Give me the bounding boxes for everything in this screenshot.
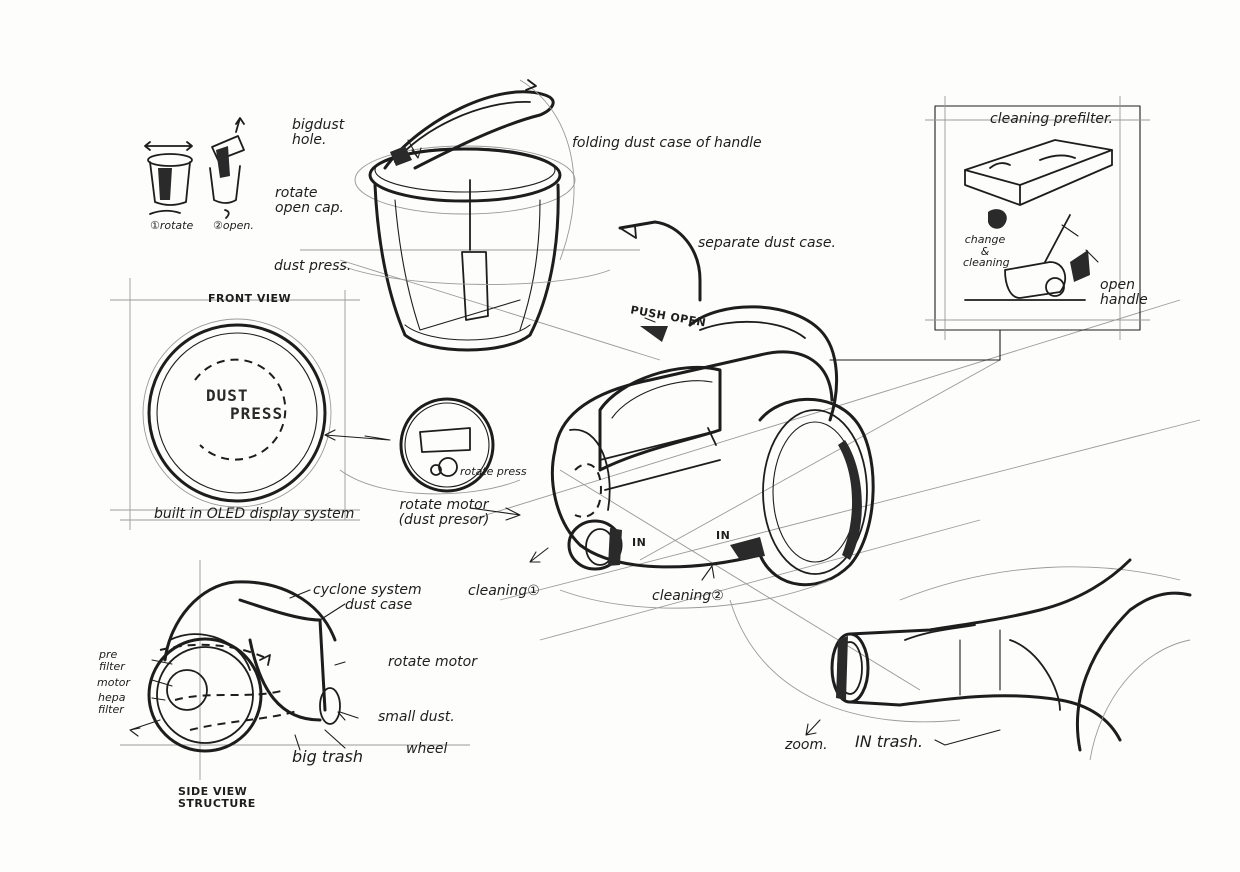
label-folding-dust-case: folding dust case of handle xyxy=(572,135,762,151)
label-cleaning-2: cleaning② xyxy=(652,588,724,604)
tag-in-right: IN xyxy=(716,529,731,542)
label-side-view-structure: SIDE VIEW STRUCTURE xyxy=(178,785,256,810)
label-change-cleaning: change & cleaning xyxy=(963,233,1010,270)
label-rotate: ①rotate xyxy=(150,219,194,232)
label-dust-case: dust case xyxy=(345,597,413,613)
label-open: ②open. xyxy=(213,219,254,232)
prefilter-panel xyxy=(829,96,1150,361)
separate-arrow xyxy=(618,220,702,342)
label-small-dust: small dust. xyxy=(378,709,455,725)
label-rotate-press: rotate press xyxy=(460,465,527,478)
label-in-trash: IN trash. xyxy=(855,732,923,751)
label-cleaning-prefilter: cleaning prefilter. xyxy=(990,111,1113,127)
label-pre-filter: pre filter xyxy=(99,648,125,673)
dust-case-sketch xyxy=(339,79,611,352)
label-big-trash: big trash xyxy=(292,747,363,766)
front-view-display xyxy=(110,278,391,530)
label-wheel: wheel xyxy=(406,741,448,757)
label-rotate-open-cap: rotate open cap. xyxy=(275,185,345,216)
label-rotate-motor-dust-presor: rotate motor (dust presor) xyxy=(398,497,490,528)
label-cyclone-system: cyclone system xyxy=(313,582,422,598)
label-front-view: FRONT VIEW xyxy=(208,292,292,305)
vacuum-main-body xyxy=(529,305,875,609)
label-big-dust-hole: bigdust hole. xyxy=(292,117,345,148)
display-text-dust: DUST xyxy=(206,386,249,405)
tag-in-left: IN xyxy=(632,536,647,549)
label-open-handle: open handle xyxy=(1100,277,1148,308)
label-cleaning-1: cleaning① xyxy=(468,583,540,599)
label-zoom: zoom. xyxy=(785,737,828,753)
label-separate-dust-case: separate dust case. xyxy=(698,235,836,251)
side-view-structure xyxy=(129,580,359,753)
label-rotate-motor: rotate motor xyxy=(388,654,477,670)
label-dust-press: dust press. xyxy=(274,258,352,274)
nozzle-zoom-sketch xyxy=(805,558,1192,761)
label-hepa-filter: hepa filter xyxy=(98,691,126,716)
cap-rotate-open-icons xyxy=(144,117,245,219)
label-motor: motor xyxy=(97,676,131,689)
rotate-motor-magnifier xyxy=(339,397,521,521)
display-text-press: PRESS xyxy=(230,404,284,423)
label-built-in-oled: built in OLED display system xyxy=(154,506,355,522)
